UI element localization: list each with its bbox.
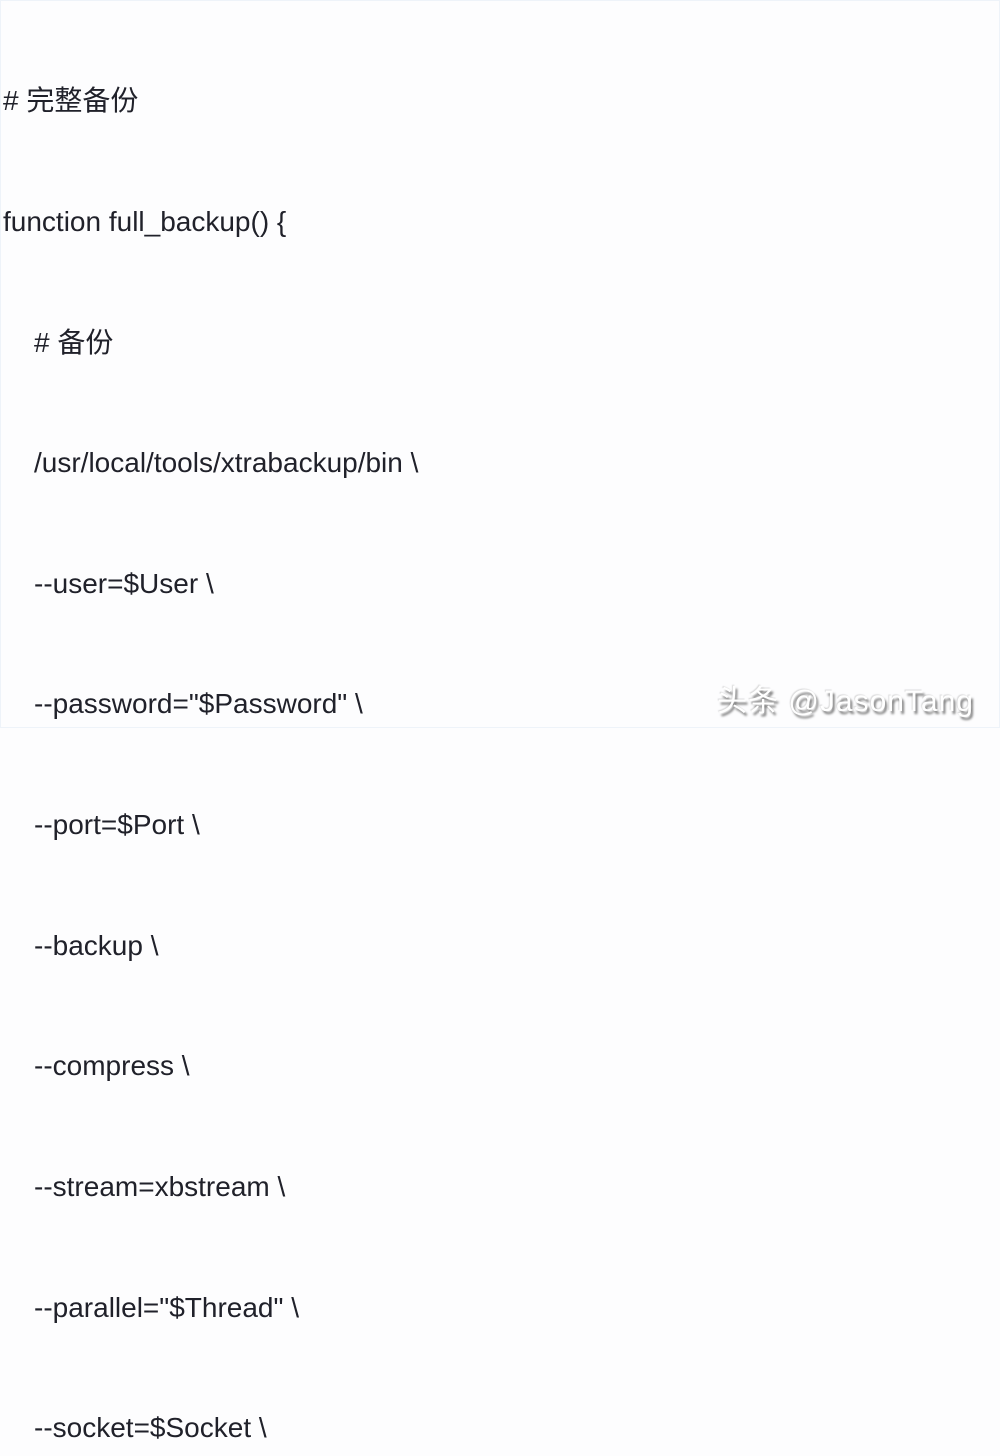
code-line: # 完整备份 bbox=[3, 85, 139, 117]
code-line: --parallel="$Thread" \ bbox=[34, 1291, 300, 1323]
code-line: --socket=$Socket \ bbox=[34, 1412, 267, 1444]
code-line: --stream=xbstream \ bbox=[34, 1170, 286, 1202]
code-line: /usr/local/tools/xtrabackup/bin \ bbox=[34, 447, 419, 479]
code-block: # 完整备份 function full_backup() { # 备份 /us… bbox=[3, 1, 1000, 1456]
code-line: --user=$User \ bbox=[34, 567, 214, 599]
code-line: # 备份 bbox=[34, 326, 114, 358]
code-line: --compress \ bbox=[34, 1050, 190, 1082]
toutiao-watermark: 头条 @JasonTang bbox=[717, 685, 974, 718]
code-line: --password="$Password" \ bbox=[34, 688, 363, 720]
code-line: --backup \ bbox=[34, 929, 159, 961]
code-line: function full_backup() { bbox=[3, 206, 287, 238]
code-line: --port=$Port \ bbox=[34, 809, 200, 841]
